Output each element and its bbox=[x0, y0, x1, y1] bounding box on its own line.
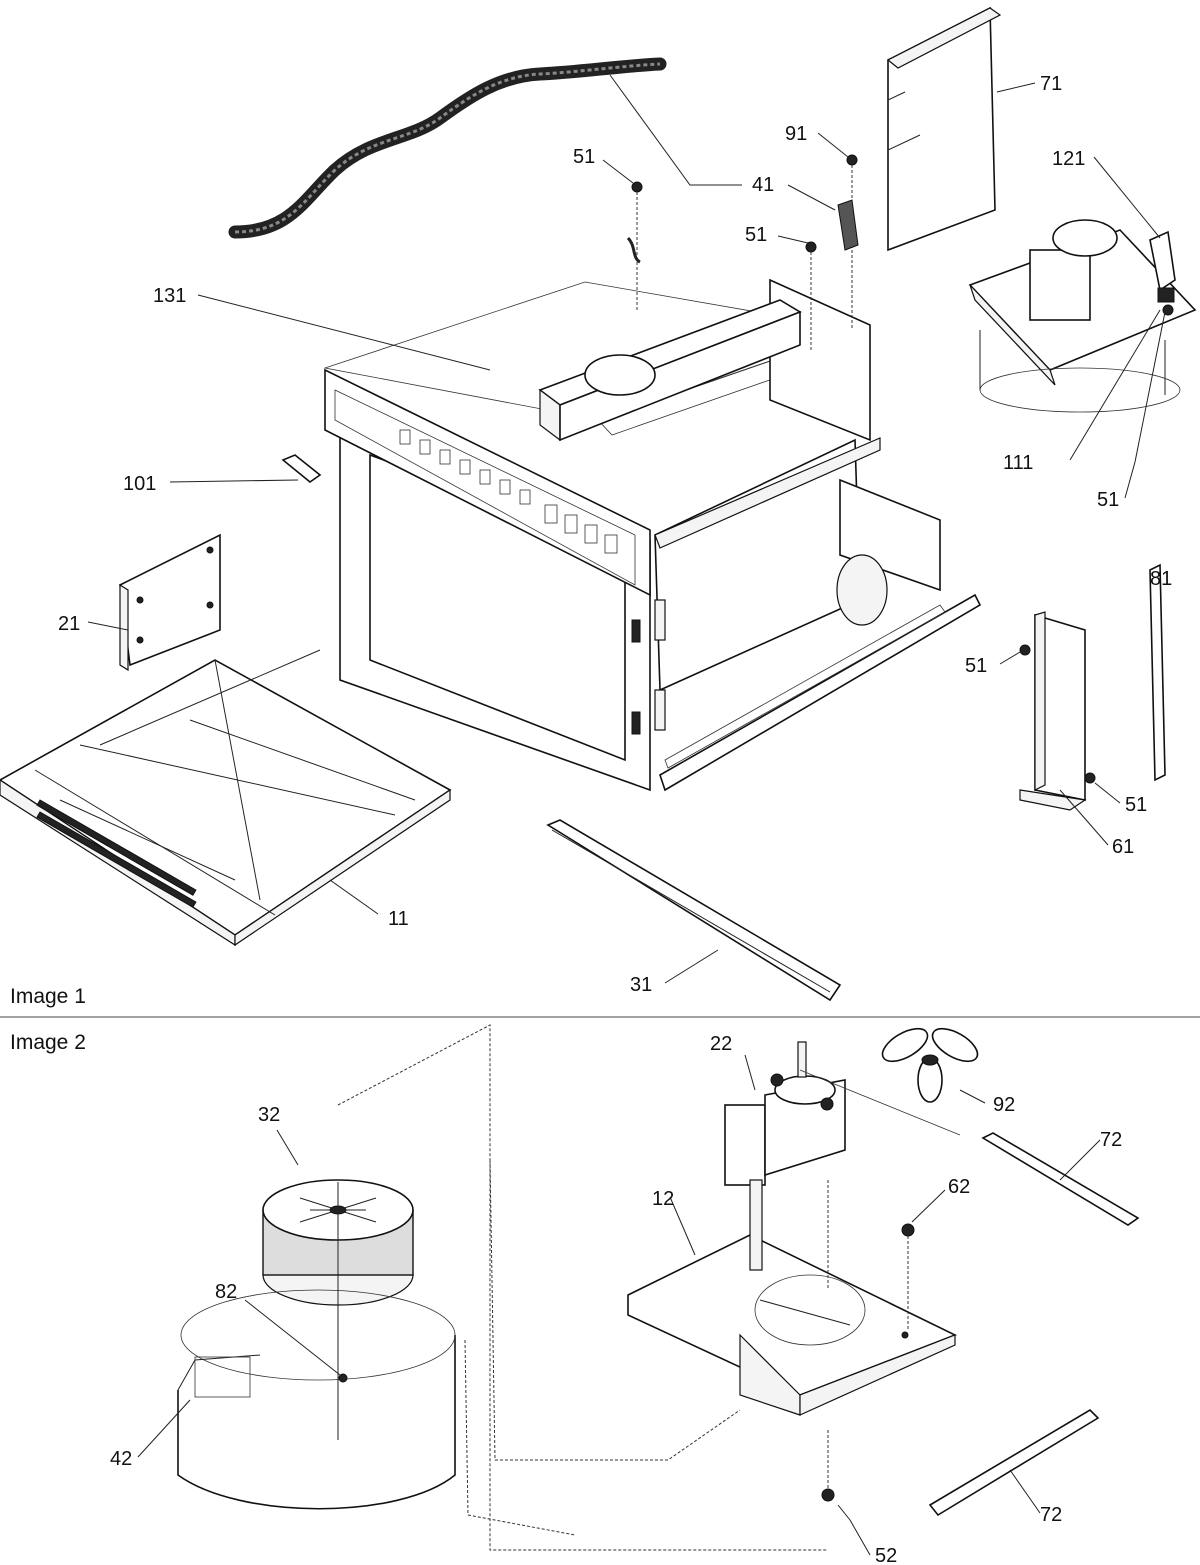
callout-121: 121 bbox=[1052, 148, 1085, 170]
callout-51-top: 51 bbox=[573, 146, 595, 168]
callout-72-bottom: 72 bbox=[1040, 1504, 1062, 1526]
thermal-switch-part bbox=[1149, 230, 1176, 303]
front-trim-strip-part bbox=[546, 819, 842, 1002]
callout-51-right: 51 bbox=[1097, 489, 1119, 511]
callout-51-bottom: 51 bbox=[1125, 794, 1147, 816]
callout-51-bracket: 51 bbox=[965, 655, 987, 677]
callout-31: 31 bbox=[630, 974, 652, 996]
choke-coil-part bbox=[837, 199, 859, 251]
fan-motor-part bbox=[724, 1041, 846, 1186]
side-bracket-part bbox=[119, 533, 221, 672]
keypad-buttons bbox=[399, 429, 618, 554]
rear-bracket-part bbox=[1019, 611, 1087, 811]
motor-mounting-plate-part bbox=[627, 1179, 957, 1416]
base-tray-part bbox=[0, 649, 452, 947]
callout-11: 11 bbox=[388, 908, 409, 930]
callout-labels: Image 1 Image 2 131 101 21 11 31 51 51 9… bbox=[10, 73, 1172, 1565]
callout-81: 81 bbox=[1150, 568, 1172, 590]
callout-41: 41 bbox=[752, 174, 774, 196]
wire-harness-part bbox=[228, 57, 667, 239]
callout-111: 111 bbox=[1003, 452, 1033, 474]
callout-22: 22 bbox=[710, 1033, 732, 1055]
leader-lines-image2 bbox=[137, 1024, 1101, 1556]
callout-92: 92 bbox=[993, 1094, 1015, 1116]
callout-82: 82 bbox=[215, 1281, 237, 1303]
callout-61: 61 bbox=[1112, 836, 1134, 858]
callout-71: 71 bbox=[1040, 73, 1062, 95]
oven-cavity-part bbox=[324, 278, 982, 792]
fan-blade-part bbox=[881, 1027, 979, 1103]
callout-131: 131 bbox=[153, 285, 186, 307]
vent-slots bbox=[36, 799, 197, 908]
callout-21: 21 bbox=[58, 613, 80, 635]
callout-42: 42 bbox=[110, 1448, 132, 1470]
screw-fasteners bbox=[626, 154, 1174, 784]
callout-72-top: 72 bbox=[1100, 1129, 1122, 1151]
fan-motor-assembly-part bbox=[968, 219, 1197, 413]
callout-51-middle: 51 bbox=[745, 224, 767, 246]
callout-12: 12 bbox=[652, 1188, 674, 1210]
air-guide-panel-part bbox=[886, 6, 1002, 252]
callout-101: 101 bbox=[123, 473, 156, 495]
leader-lines-image1 bbox=[87, 74, 1166, 984]
callout-62: 62 bbox=[948, 1176, 970, 1198]
vertical-strip-part bbox=[1149, 563, 1166, 782]
callout-32: 32 bbox=[258, 1104, 280, 1126]
callout-52: 52 bbox=[875, 1545, 897, 1565]
pin-part bbox=[281, 454, 322, 484]
screws-image2 bbox=[821, 1180, 915, 1502]
section-label-image1: Image 1 bbox=[10, 985, 86, 1008]
section-label-image2: Image 2 bbox=[10, 1031, 86, 1054]
blower-housing-part bbox=[177, 1289, 456, 1510]
callout-91: 91 bbox=[785, 123, 807, 145]
